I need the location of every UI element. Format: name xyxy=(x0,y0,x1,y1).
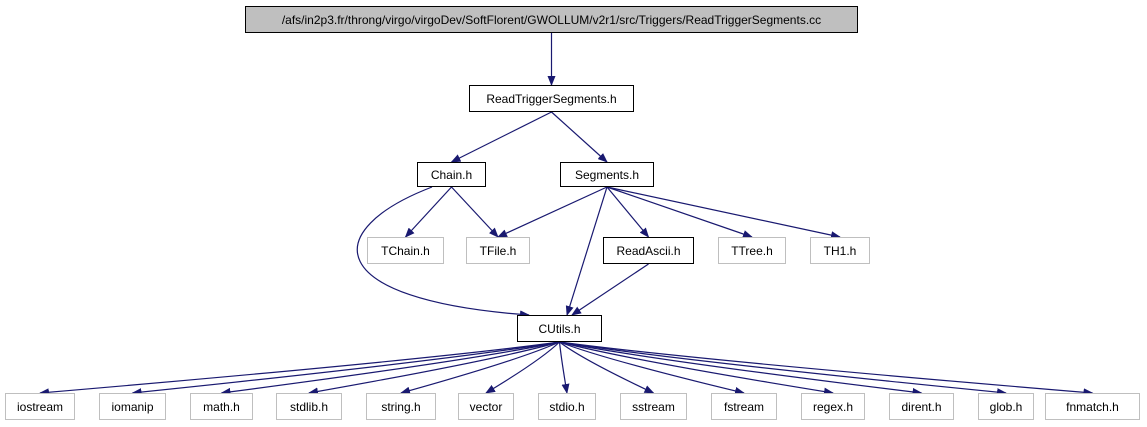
edge-segments-to-readascii xyxy=(606,186,650,238)
node-tchain-h: TChain.h xyxy=(367,237,444,264)
node-segments-h[interactable]: Segments.h xyxy=(560,162,654,187)
node-regex-h: regex.h xyxy=(801,393,865,420)
edge-segments-to-th1 xyxy=(606,186,841,240)
edge-segments-to-tfile xyxy=(497,186,608,238)
edge-cutils-to-fnmatch xyxy=(559,341,1094,397)
node-fnmatch-h: fnmatch.h xyxy=(1045,393,1140,420)
edge-cutils-to-dirent xyxy=(559,341,923,396)
edge-cutils-to-iostream xyxy=(39,341,560,397)
node-fstream: fstream xyxy=(711,393,777,420)
edge-cutils-to-stdio xyxy=(558,341,570,394)
edge-chain-to-tchain xyxy=(404,186,452,238)
node-sstream: sstream xyxy=(620,393,687,420)
edge-chain-to-tfile xyxy=(451,186,499,238)
node-root[interactable]: /afs/in2p3.fr/throng/virgo/virgoDev/Soft… xyxy=(245,6,858,33)
edge-cutils-to-string xyxy=(400,341,560,395)
edge-cutils-to-sstream xyxy=(559,341,655,394)
edge-cutils-to-stdlib xyxy=(308,341,560,396)
node-chain-h[interactable]: Chain.h xyxy=(417,162,486,187)
node-tfile-h: TFile.h xyxy=(466,237,530,264)
node-stdlib-h: stdlib.h xyxy=(276,393,342,420)
edge-cutils-to-iomanip xyxy=(131,341,560,397)
node-readtriggersegments-h[interactable]: ReadTriggerSegments.h xyxy=(469,85,634,112)
edge-rts-to-segments xyxy=(551,111,608,163)
edge-rts-to-chain xyxy=(450,111,552,163)
node-vector: vector xyxy=(458,393,514,420)
edge-cutils-to-vector xyxy=(485,341,560,394)
edge-readascii-to-cutils xyxy=(571,263,649,316)
edge-segments-to-ttree xyxy=(606,186,753,238)
node-stdio-h: stdio.h xyxy=(538,393,596,420)
edge-cutils-to-math xyxy=(220,341,560,396)
node-cutils-h[interactable]: CUtils.h xyxy=(517,315,602,342)
node-ttree-h: TTree.h xyxy=(718,237,786,264)
node-iomanip: iomanip xyxy=(99,393,166,420)
node-iostream: iostream xyxy=(5,393,75,420)
node-math-h: math.h xyxy=(190,393,253,420)
node-th1-h: TH1.h xyxy=(810,237,870,264)
edge-segments-to-cutils xyxy=(565,186,608,316)
node-readascii-h[interactable]: ReadAscii.h xyxy=(603,237,694,264)
edge-chain-to-cutils xyxy=(356,186,530,319)
edge-cutils-to-regex xyxy=(559,341,834,396)
edge-cutils-to-fstream xyxy=(559,341,745,395)
node-glob-h: glob.h xyxy=(978,393,1034,420)
node-dirent-h: dirent.h xyxy=(889,393,954,420)
edge-cutils-to-glob xyxy=(559,341,1007,397)
node-string-h: string.h xyxy=(366,393,436,420)
